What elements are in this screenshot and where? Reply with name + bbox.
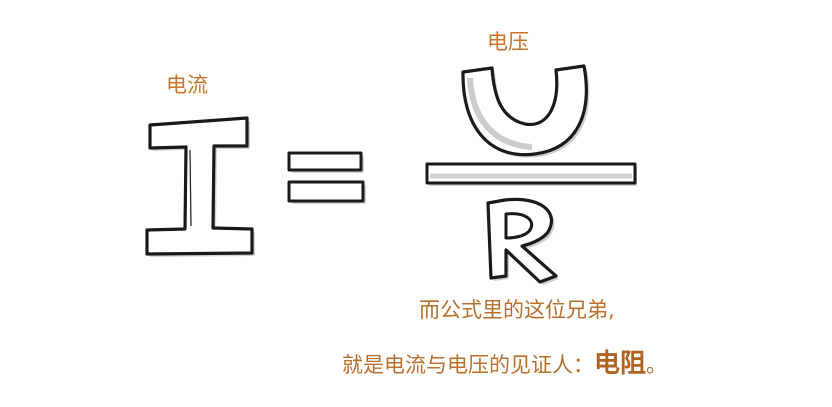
resistance-emphasis: 电阻 <box>594 349 647 379</box>
caption-line-2-prefix: 就是电流与电压的见证人： <box>342 353 594 377</box>
caption-line-2-suffix: 。 <box>646 353 668 377</box>
letter-u-symbol <box>461 64 590 158</box>
current-label: 电流 <box>166 73 208 97</box>
caption-line-2: 就是电流与电压的见证人：电阻。 <box>342 351 667 377</box>
letter-r-symbol <box>486 197 559 285</box>
voltage-label: 电压 <box>487 30 529 54</box>
letter-i-symbol <box>145 116 255 257</box>
caption-line-1: 而公式里的这位兄弟, <box>419 298 615 322</box>
equals-sign <box>287 151 366 204</box>
fraction-bar <box>425 162 637 186</box>
